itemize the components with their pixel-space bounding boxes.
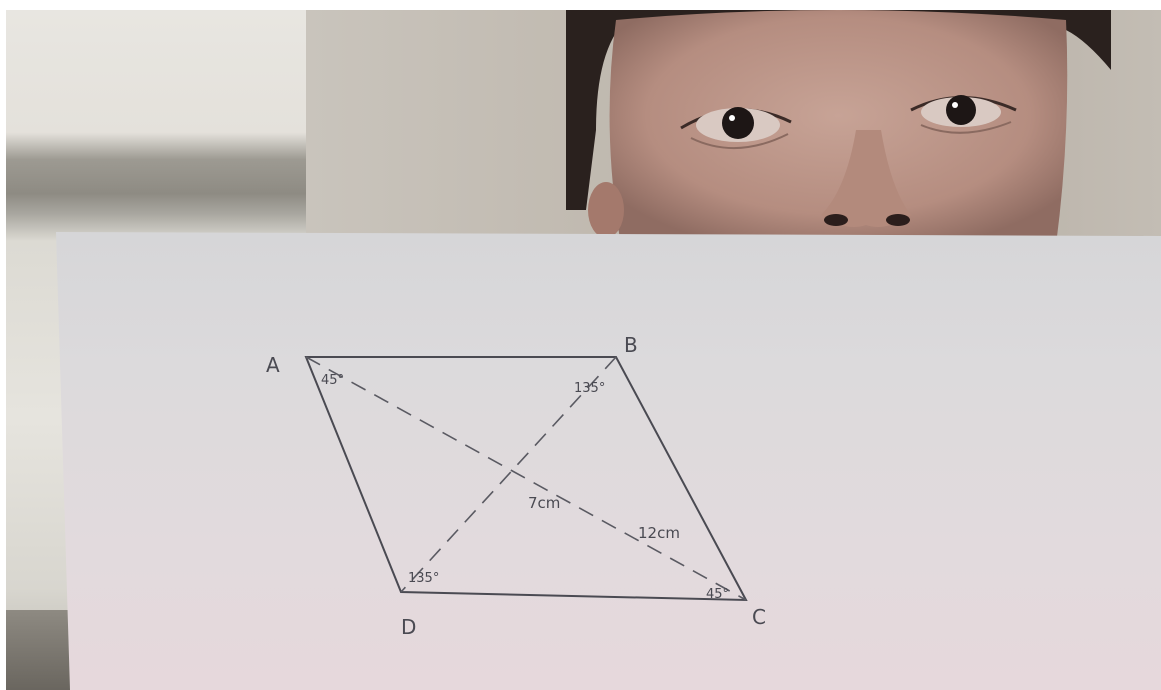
- webcam-scene: A B C D 45° 135° 45° 135° 7cm 12cm: [6, 10, 1161, 690]
- vertex-label-c: C: [752, 605, 766, 629]
- paper-sheet: [56, 232, 1161, 690]
- shelf-object: [6, 610, 76, 690]
- angle-label-b: 135°: [574, 381, 605, 396]
- angle-label-a: 45°: [321, 373, 344, 388]
- vertex-label-d: D: [401, 615, 416, 639]
- left-eye: [680, 107, 792, 150]
- angle-label-c: 45°: [706, 587, 729, 602]
- length-label-long-diagonal: 12cm: [638, 524, 680, 542]
- right-eye: [910, 95, 1017, 134]
- vertex-label-a: A: [266, 353, 280, 377]
- angle-label-d: 135°: [408, 571, 439, 586]
- person-face: [566, 10, 1111, 245]
- diagonal-ac: [305, 356, 747, 601]
- diagonal-bd: [400, 356, 617, 593]
- length-label-short-diagonal: 7cm: [528, 494, 560, 512]
- vertex-label-b: B: [624, 333, 638, 357]
- ear: [588, 182, 624, 238]
- nose: [821, 130, 911, 228]
- parallelogram-drawing: A B C D 45° 135° 45° 135° 7cm 12cm: [266, 333, 766, 639]
- face-skin: [609, 10, 1068, 245]
